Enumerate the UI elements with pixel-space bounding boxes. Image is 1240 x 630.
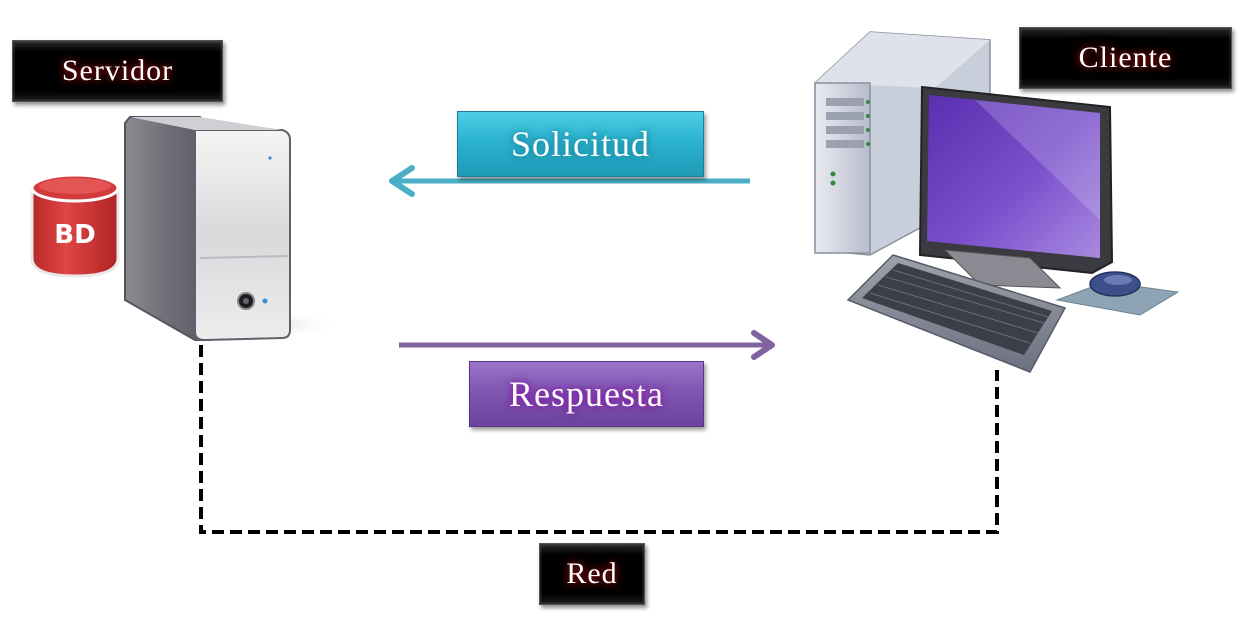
request-arrow	[389, 165, 750, 197]
database-icon	[30, 173, 120, 278]
response-arrow	[399, 330, 775, 360]
network-link	[199, 345, 999, 534]
database-label: BD	[54, 220, 96, 250]
server-label-text: Servidor	[61, 54, 174, 87]
response-label-text: Respuesta	[509, 374, 664, 414]
network-label: Red	[539, 543, 645, 605]
server-label: Servidor	[12, 40, 223, 102]
client-label-text: Cliente	[1078, 41, 1173, 74]
client-computer-icon	[814, 31, 1180, 373]
response-label: Respuesta	[469, 361, 704, 427]
request-label: Solicitud	[457, 111, 704, 177]
client-label: Cliente	[1019, 27, 1232, 89]
request-label-text: Solicitud	[510, 124, 650, 164]
server-icon	[124, 116, 345, 342]
network-label-text: Red	[566, 557, 618, 590]
